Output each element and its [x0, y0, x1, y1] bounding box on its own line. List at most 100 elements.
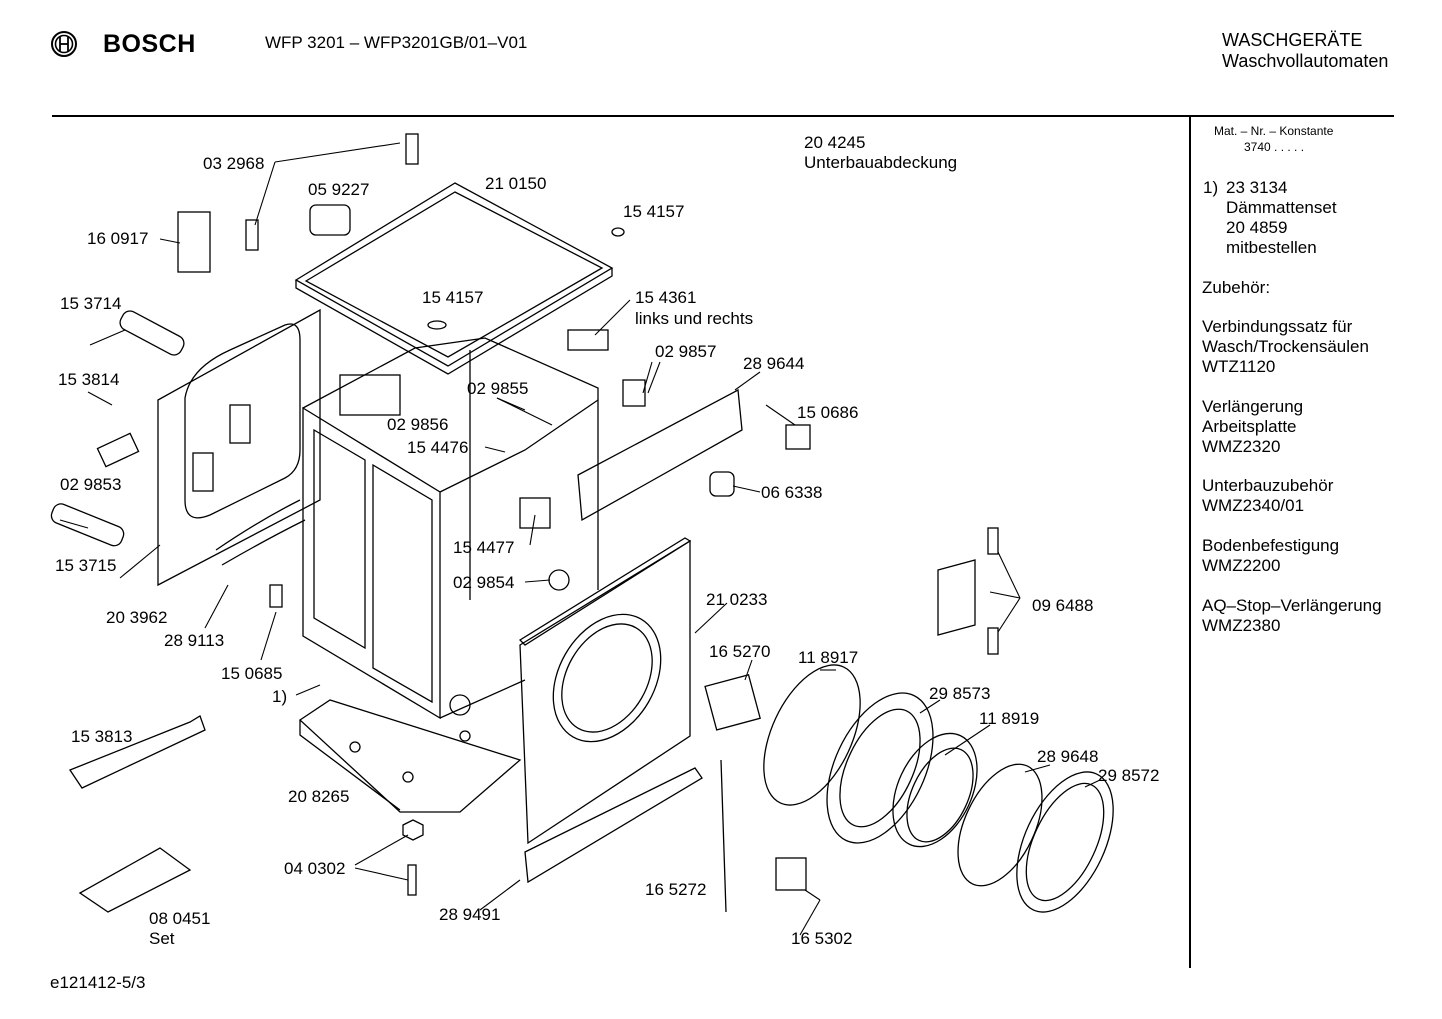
- part-desc-204245: Unterbauabdeckung: [804, 153, 958, 172]
- clip-part: [245, 219, 259, 251]
- note-number: 1): [1203, 178, 1219, 197]
- door-frame-inner-part: [839, 708, 921, 828]
- part-label-029857: 02 9857: [655, 342, 717, 361]
- part-label-029854: 02 9854: [453, 573, 515, 592]
- part-label-289491: 28 9491: [439, 905, 501, 924]
- grommet-part: [611, 227, 625, 237]
- part-label-153714: 15 3714: [60, 294, 122, 313]
- part-label-203962: 20 3962: [106, 608, 168, 627]
- part-label-029856: 02 9856: [387, 415, 449, 434]
- door-lock-part: [704, 674, 761, 731]
- part-label-204245: 20 4245: [804, 133, 866, 152]
- accessory-5-line-1: AQ–Stop–Verlängerung: [1202, 596, 1382, 615]
- part-label-118919: 11 8919: [979, 709, 1040, 728]
- hinge-part: [937, 527, 999, 655]
- part-label-160917: 16 0917: [87, 229, 149, 248]
- part-label-298572: 29 8572: [1098, 766, 1160, 785]
- base-frame-part: [298, 699, 522, 813]
- door-outer-ring-inner-part: [1025, 782, 1105, 902]
- part-label-153715: 15 3715: [55, 556, 117, 575]
- part-label-153814: 15 3814: [58, 370, 120, 389]
- part-label-note-1: 1): [272, 687, 288, 706]
- lock-cable-part: [720, 759, 727, 913]
- part-label-210233: 21 0233: [706, 590, 768, 609]
- door-glass-part: [892, 732, 978, 848]
- accessory-1-line-1: Verbindungssatz für: [1202, 317, 1353, 336]
- part-label-154476: 15 4476: [407, 438, 469, 457]
- door-frame-outer-part: [826, 692, 934, 844]
- part-desc-080451: Set: [149, 929, 175, 948]
- accessory-2-line-2: Arbeitsplatte: [1202, 417, 1297, 436]
- part-label-165272: 16 5272: [645, 880, 707, 899]
- front-panel-part: [518, 537, 692, 845]
- part-label-080451: 08 0451: [149, 909, 211, 928]
- door-ring-part: [763, 664, 861, 806]
- hose-connector-part: [119, 310, 185, 356]
- switch-part: [269, 584, 283, 608]
- part-label-154157-b: 15 4157: [422, 288, 484, 307]
- note-line-2: Dämmattenset: [1226, 198, 1337, 217]
- part-label-165270: 16 5270: [709, 642, 771, 661]
- drawing-id: e121412-5/3: [50, 973, 146, 992]
- model-number: WFP 3201 – WFP3201GB/01–V01: [265, 33, 528, 52]
- nut-part: [402, 819, 424, 841]
- part-label-029853: 02 9853: [60, 475, 122, 494]
- accessory-1-line-3: WTZ1120: [1202, 357, 1276, 376]
- clip-part: [405, 133, 419, 165]
- part-label-289644: 28 9644: [743, 354, 805, 373]
- part-label-154361: 15 4361: [635, 288, 697, 307]
- accessory-4-line-2: WMZ2200: [1202, 556, 1281, 575]
- top-cover-part: [294, 182, 614, 375]
- part-label-150686: 15 0686: [797, 403, 859, 422]
- part-label-066338: 06 6338: [761, 483, 823, 502]
- part-label-153813: 15 3813: [71, 727, 133, 746]
- part-label-059227: 05 9227: [308, 180, 370, 199]
- mat-nr-value: 3740 . . . . .: [1244, 140, 1305, 154]
- part-label-298573: 29 8573: [929, 684, 991, 703]
- brand-name: BOSCH: [103, 30, 196, 58]
- cabinet-part: [302, 337, 599, 720]
- category-line-1: WASCHGERÄTE: [1222, 30, 1363, 50]
- part-label-210150: 21 0150: [485, 174, 547, 193]
- part-label-150685: 15 0685: [221, 664, 283, 683]
- accessory-4-line-1: Bodenbefestigung: [1202, 536, 1340, 555]
- sensor-part: [548, 569, 570, 591]
- mat-nr-title: Mat. – Nr. – Konstante: [1214, 124, 1334, 138]
- accessory-1-line-2: Wasch/Trockensäulen: [1202, 337, 1369, 356]
- accessory-2-line-3: WMZ2320: [1202, 437, 1281, 456]
- accessories-title: Zubehör:: [1202, 278, 1271, 297]
- spacer-part: [567, 329, 609, 351]
- hose-outlet-part: [50, 503, 125, 547]
- plinth-part: [524, 767, 703, 884]
- part-label-118917: 11 8917: [798, 648, 859, 667]
- lock-bracket-part: [775, 857, 807, 891]
- seal-part: [96, 432, 140, 468]
- control-bracket-part: [577, 388, 743, 522]
- part-label-154157-a: 15 4157: [623, 202, 685, 221]
- note-line-1: 23 3134: [1226, 178, 1288, 197]
- accessory-2-line-1: Verlängerung: [1202, 397, 1304, 416]
- category-line-2: Waschvollautomaten: [1222, 51, 1389, 71]
- screw-part: [407, 864, 417, 896]
- door-seal-part: [957, 763, 1043, 887]
- part-label-165302: 16 5302: [791, 929, 853, 948]
- door-outer-ring-part: [1016, 771, 1114, 913]
- sensor-part: [622, 379, 646, 407]
- part-desc-154361: links und rechts: [635, 309, 754, 328]
- accessory-5-line-2: WMZ2380: [1202, 616, 1281, 635]
- note-line-4: mitbestellen: [1226, 238, 1317, 257]
- foot-tool-part: [78, 847, 192, 913]
- part-label-040302: 04 0302: [284, 859, 346, 878]
- part-label-208265: 20 8265: [288, 787, 350, 806]
- part-label-029855: 02 9855: [467, 379, 529, 398]
- wrench-part: [69, 715, 206, 789]
- part-label-289113: 28 9113: [164, 631, 225, 650]
- clip-part: [785, 424, 811, 450]
- lever-part: [519, 497, 551, 529]
- accessory-3-line-2: WMZ2340/01: [1202, 496, 1305, 515]
- note-line-3: 20 4859: [1226, 218, 1288, 237]
- side-panel-part: [157, 308, 321, 587]
- handle-part: [309, 204, 351, 236]
- part-label-032968: 03 2968: [203, 154, 265, 173]
